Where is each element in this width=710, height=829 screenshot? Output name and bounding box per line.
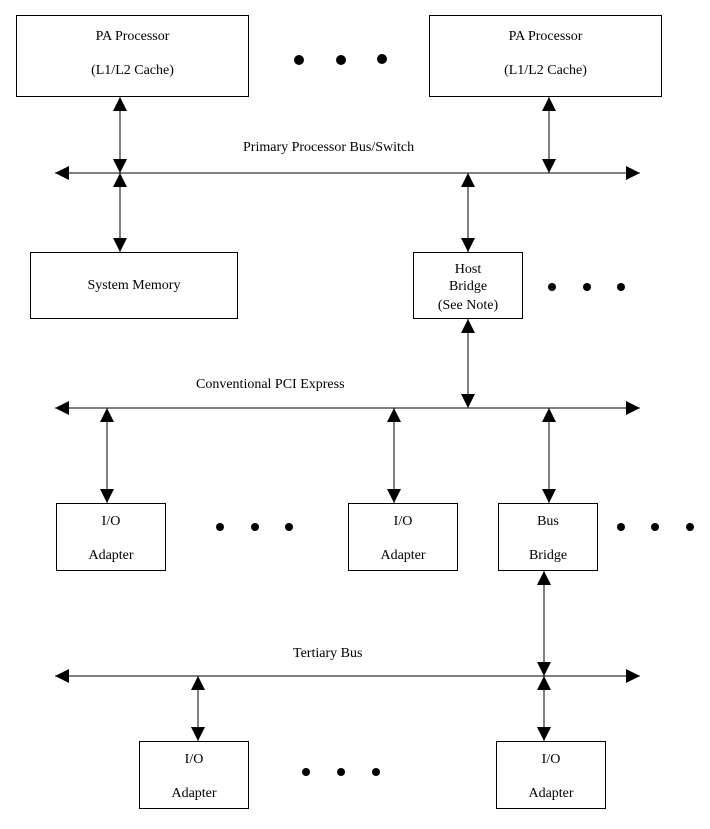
- host-bridge-box: Host Bridge (See Note): [413, 252, 523, 319]
- pci-io-adapter-1: I/O Adapter: [56, 503, 166, 571]
- host-bridge-line3: (See Note): [437, 298, 499, 313]
- bus-bridge-ellipsis: [617, 523, 694, 531]
- processor-box-1: PA Processor (L1/L2 Cache): [16, 15, 249, 97]
- processor-cache: (L1/L2 Cache): [504, 63, 587, 78]
- tertiary-io-adapter-2: I/O Adapter: [496, 741, 606, 809]
- processor-name: PA Processor: [95, 29, 170, 44]
- adapter-line1: I/O: [184, 752, 204, 767]
- adapter-line2: Adapter: [528, 786, 574, 801]
- pci-adapter-ellipsis: [216, 523, 293, 531]
- adapter-line1: I/O: [393, 514, 413, 529]
- processor-name: PA Processor: [508, 29, 583, 44]
- tertiary-adapter-ellipsis: [302, 768, 380, 776]
- bus-bridge-box: Bus Bridge: [498, 503, 598, 571]
- host-bridge-line2: Bridge: [448, 279, 488, 294]
- processor-cache: (L1/L2 Cache): [91, 63, 174, 78]
- bus-bridge-line1: Bus: [537, 514, 559, 529]
- pci-bus-label: Conventional PCI Express: [196, 377, 345, 392]
- system-memory-label: System Memory: [87, 278, 181, 293]
- adapter-line2: Adapter: [171, 786, 217, 801]
- pci-io-adapter-2: I/O Adapter: [348, 503, 458, 571]
- processor-box-2: PA Processor (L1/L2 Cache): [429, 15, 662, 97]
- host-bridge-line1: Host: [454, 262, 482, 277]
- bus-bridge-line2: Bridge: [528, 548, 568, 563]
- system-memory-box: System Memory: [30, 252, 238, 319]
- adapter-line1: I/O: [541, 752, 561, 767]
- tertiary-io-adapter-1: I/O Adapter: [139, 741, 249, 809]
- primary-bus-label: Primary Processor Bus/Switch: [243, 140, 415, 155]
- tertiary-bus-label: Tertiary Bus: [293, 646, 363, 661]
- adapter-line2: Adapter: [380, 548, 426, 563]
- adapter-line1: I/O: [101, 514, 121, 529]
- adapter-line2: Adapter: [88, 548, 134, 563]
- host-bridge-ellipsis: [548, 283, 625, 291]
- processor-ellipsis: [294, 54, 387, 65]
